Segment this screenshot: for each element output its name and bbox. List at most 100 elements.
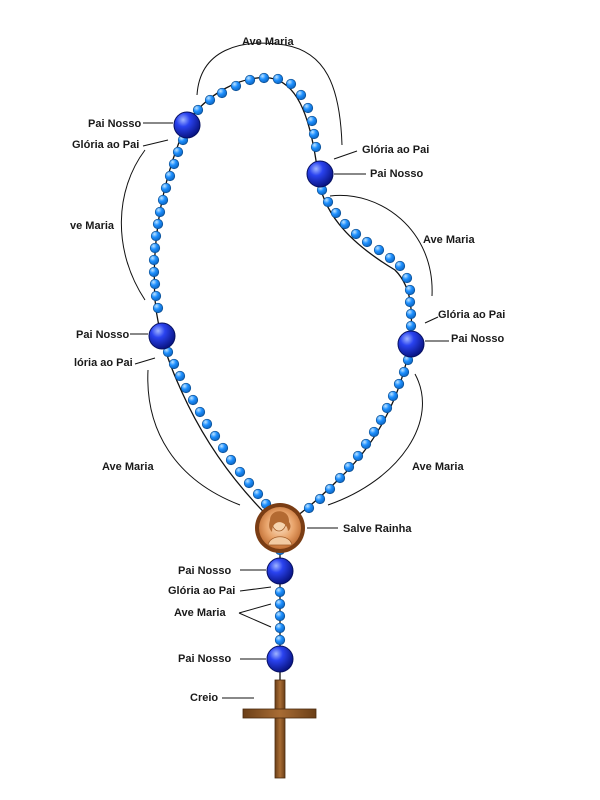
ave-maria-bead [361,236,373,248]
ave-maria-bead [152,302,164,314]
brackets [120,42,433,506]
ave-maria-bead [234,466,246,478]
ave-maria-bead [310,141,322,153]
ave-maria-bead [401,272,413,284]
ave-maria-bead [160,182,172,194]
cross-icon [242,679,317,779]
ave-maria-bead [404,296,416,308]
label-pai-nosso-right: Pai Nosso [451,333,504,345]
ave-maria-bead [324,483,336,495]
ave-maria-bead [194,406,206,418]
ave-maria-bead [154,206,166,218]
ave-maria-bead [216,87,228,99]
pai-nosso-bead [148,322,176,350]
ave-maria-bead [274,634,286,646]
ave-maria-bead [350,228,362,240]
ave-maria-bead [339,218,351,230]
portrait-medal-icon [255,503,305,553]
ave-maria-bead [168,358,180,370]
ave-maria-bead [405,320,417,332]
ave-maria-bead [393,378,405,390]
ave-maria-bead [258,72,270,84]
ave-maria-bead [352,450,364,462]
label-ave-maria-left-cropped: ve Maria [70,220,115,232]
leader-lines [130,122,449,699]
ave-maria-bead [303,502,315,514]
ave-maria-bead [360,438,372,450]
ave-maria-bead [272,73,284,85]
label-ave-maria-lower-left: Ave Maria [102,461,154,473]
ave-maria-bead [274,610,286,622]
pai-nosso-bead [173,111,201,139]
ave-maria-bead [192,104,204,116]
ave-maria-bead [148,266,160,278]
large-beads [148,111,425,673]
ave-maria-bead [405,308,417,320]
ave-maria-bead [187,394,199,406]
ave-maria-bead [230,80,242,92]
ave-maria-bead [368,426,380,438]
label-salve-rainha: Salve Rainha [343,523,412,535]
ave-maria-bead [306,115,318,127]
ave-maria-bead [164,170,176,182]
ave-maria-bead [274,622,286,634]
ave-maria-bead [201,418,213,430]
label-pai-nosso-stem-top: Pai Nosso [178,565,231,577]
ave-maria-bead [394,260,406,272]
ave-maria-bead [375,414,387,426]
label-pai-nosso-upper-left: Pai Nosso [88,118,141,130]
ave-maria-bead [373,244,385,256]
ave-maria-bead [168,158,180,170]
label-gloria-left-cropped: lória ao Pai [74,357,133,369]
label-pai-nosso-stem-bottom: Pai Nosso [178,653,231,665]
small-beads [148,72,417,646]
label-pai-nosso-left: Pai Nosso [76,329,129,341]
pai-nosso-bead [397,330,425,358]
ave-maria-bead [209,430,221,442]
pai-nosso-bead [306,160,334,188]
ave-maria-bead [404,284,416,296]
ave-maria-bead [152,218,164,230]
pai-nosso-bead [266,645,294,673]
labels: Ave Maria Pai Nosso Glória ao Pai Glória… [70,36,505,704]
ave-maria-bead [148,254,160,266]
ave-maria-bead [180,382,192,394]
label-gloria-right: Glória ao Pai [438,309,505,321]
ave-maria-bead [244,74,256,86]
ave-maria-bead [384,252,396,264]
ave-maria-bead [322,196,334,208]
label-gloria-upper-left: Glória ao Pai [72,139,139,151]
ave-maria-bead [274,598,286,610]
ave-maria-bead [343,461,355,473]
label-creio: Creio [190,692,218,704]
label-gloria-upper-right: Glória ao Pai [362,144,429,156]
pai-nosso-bead [266,557,294,585]
ave-maria-bead [285,78,297,90]
ave-maria-bead [387,390,399,402]
ave-maria-bead [252,488,264,500]
ave-maria-bead [150,230,162,242]
ave-maria-bead [308,128,320,140]
ave-maria-bead [381,402,393,414]
ave-maria-bead [217,442,229,454]
label-pai-nosso-upper-right: Pai Nosso [370,168,423,180]
ave-maria-bead [334,472,346,484]
label-ave-maria-stem: Ave Maria [174,607,226,619]
ave-maria-bead [330,207,342,219]
ave-maria-bead [204,94,216,106]
label-gloria-stem: Glória ao Pai [168,585,235,597]
label-ave-maria-top: Ave Maria [242,36,294,48]
ave-maria-bead [243,477,255,489]
label-ave-maria-right-upper: Ave Maria [423,234,475,246]
ave-maria-bead [174,370,186,382]
ave-maria-bead [225,454,237,466]
ave-maria-bead [149,278,161,290]
ave-maria-bead [172,146,184,158]
ave-maria-bead [149,242,161,254]
ave-maria-bead [398,366,410,378]
ave-maria-bead [302,102,314,114]
ave-maria-bead [157,194,169,206]
ave-maria-bead [314,493,326,505]
ave-maria-bead [274,586,286,598]
